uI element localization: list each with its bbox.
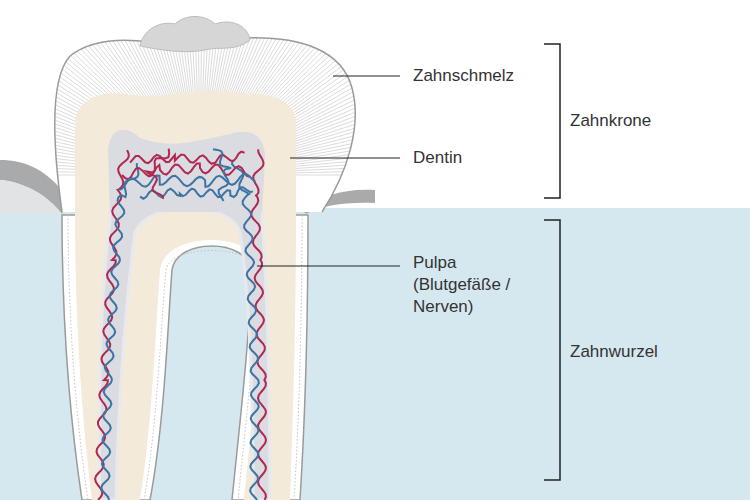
- blood-vessels-nerves: [95, 149, 266, 500]
- bracket-root: [544, 220, 560, 480]
- gum-left-inner: [0, 180, 62, 214]
- label-wrapper: Zahnkrone: [570, 110, 720, 132]
- vessel: [122, 164, 250, 180]
- label-wrapper: Zahnwurzel: [570, 341, 720, 363]
- dentin-crown: [75, 90, 296, 215]
- enamel-outline: [55, 38, 356, 212]
- part-label: Dentin: [413, 147, 533, 169]
- bracket-crown: [544, 44, 560, 198]
- label-wrapper: Pulpa (Blutgefäße / Nerven): [413, 252, 525, 318]
- label-wrapper: Zahnschmelz: [413, 65, 553, 87]
- leader-line: [290, 158, 400, 159]
- vessel: [232, 161, 259, 500]
- part-label: Zahnschmelz: [413, 65, 553, 87]
- gum-left: [0, 160, 66, 214]
- part-label: Pulpa (Blutgefäße / Nerven): [413, 252, 525, 318]
- dentin: [75, 90, 296, 500]
- region-label: Zahnkrone: [570, 110, 720, 132]
- leader-line: [257, 266, 400, 267]
- vessel: [146, 149, 169, 199]
- leader-line: [333, 76, 400, 77]
- label-wrapper: Dentin: [413, 147, 533, 169]
- region-label: Zahnwurzel: [570, 341, 720, 363]
- vessel: [101, 163, 138, 500]
- vessel: [130, 152, 245, 164]
- vessel: [213, 149, 231, 201]
- vessel: [119, 174, 256, 190]
- occlusal-surface: [140, 17, 250, 52]
- leader-lines: [257, 76, 400, 266]
- pulp: [99, 130, 270, 500]
